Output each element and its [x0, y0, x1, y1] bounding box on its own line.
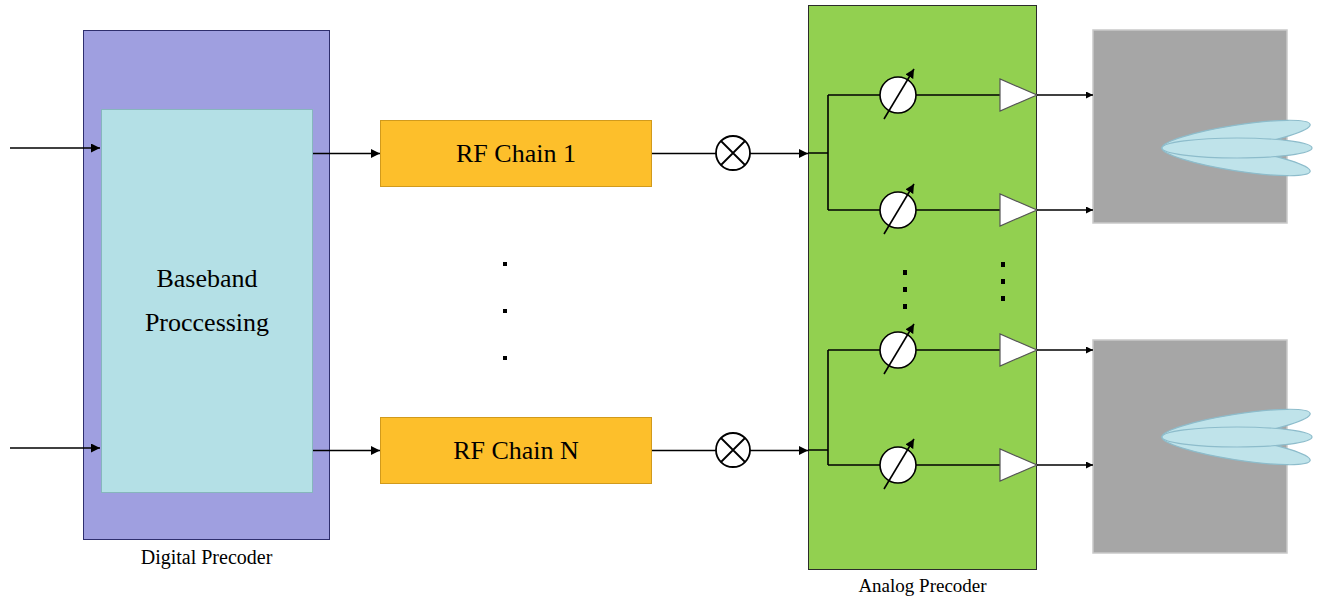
phase-shifters: [880, 69, 916, 489]
ellipsis-dots: [503, 262, 507, 360]
dot: [1001, 296, 1005, 301]
amplifier-symbol: [1000, 449, 1037, 481]
phase-arrow: [884, 439, 914, 489]
amplifier-symbol: [1000, 194, 1037, 226]
edge-layer: [313, 154, 808, 451]
feed-arrows: [1037, 95, 1093, 465]
dot: [1001, 262, 1005, 267]
dot: [903, 304, 907, 309]
dot: [503, 262, 507, 266]
dot: [503, 309, 507, 313]
box-label: Baseband Proccessing: [112, 257, 302, 345]
dot: [903, 287, 907, 292]
beam-lobe: [1160, 114, 1312, 159]
beam-lobe: [1160, 426, 1312, 471]
signal-arrow: [313, 153, 380, 155]
block-caption: Digital Precoder: [24, 545, 389, 569]
splitter-wires: [808, 95, 1000, 465]
phase-arrow: [884, 69, 914, 119]
feed-arrow: [1037, 349, 1093, 351]
mixer-cross: [721, 141, 745, 165]
beam-lobes: [1160, 114, 1312, 472]
signal-arrow: [313, 450, 380, 452]
dot: [1001, 279, 1005, 284]
phase-arrow: [884, 184, 914, 234]
beam-lobe: [1162, 138, 1312, 158]
dot: [503, 356, 507, 360]
amplifier-symbol: [1000, 79, 1037, 111]
feed-arrow: [1037, 94, 1093, 96]
input-arrow: [10, 447, 100, 449]
phase-arrow: [884, 324, 914, 374]
mixer-symbol: [716, 136, 750, 170]
mixers: [716, 136, 750, 467]
amplifiers: [1000, 79, 1037, 481]
beam-lobe: [1162, 427, 1312, 447]
feed-arrow: [1037, 464, 1093, 466]
amplifier-symbol: [1000, 334, 1037, 366]
dot: [903, 270, 907, 275]
box-label: RF Chain 1: [456, 138, 576, 169]
beam-lobe: [1160, 403, 1312, 448]
box-label: RF Chain N: [453, 435, 579, 466]
mixer-symbol: [716, 433, 750, 467]
rf-chain-box: RF Chain N: [380, 417, 652, 484]
feed-arrow: [1037, 209, 1093, 211]
block-caption: Analog Precoder: [749, 575, 1096, 598]
beam-lobe: [1160, 137, 1312, 182]
process-box: Baseband Proccessing: [101, 109, 313, 493]
mixer-cross: [721, 438, 745, 462]
precoder-block: Digital PrecoderBaseband Proccessing: [83, 30, 330, 540]
input-arrow: [10, 147, 100, 149]
ellipsis-dots: [903, 262, 1005, 309]
rf-chain-box: RF Chain 1: [380, 120, 652, 187]
